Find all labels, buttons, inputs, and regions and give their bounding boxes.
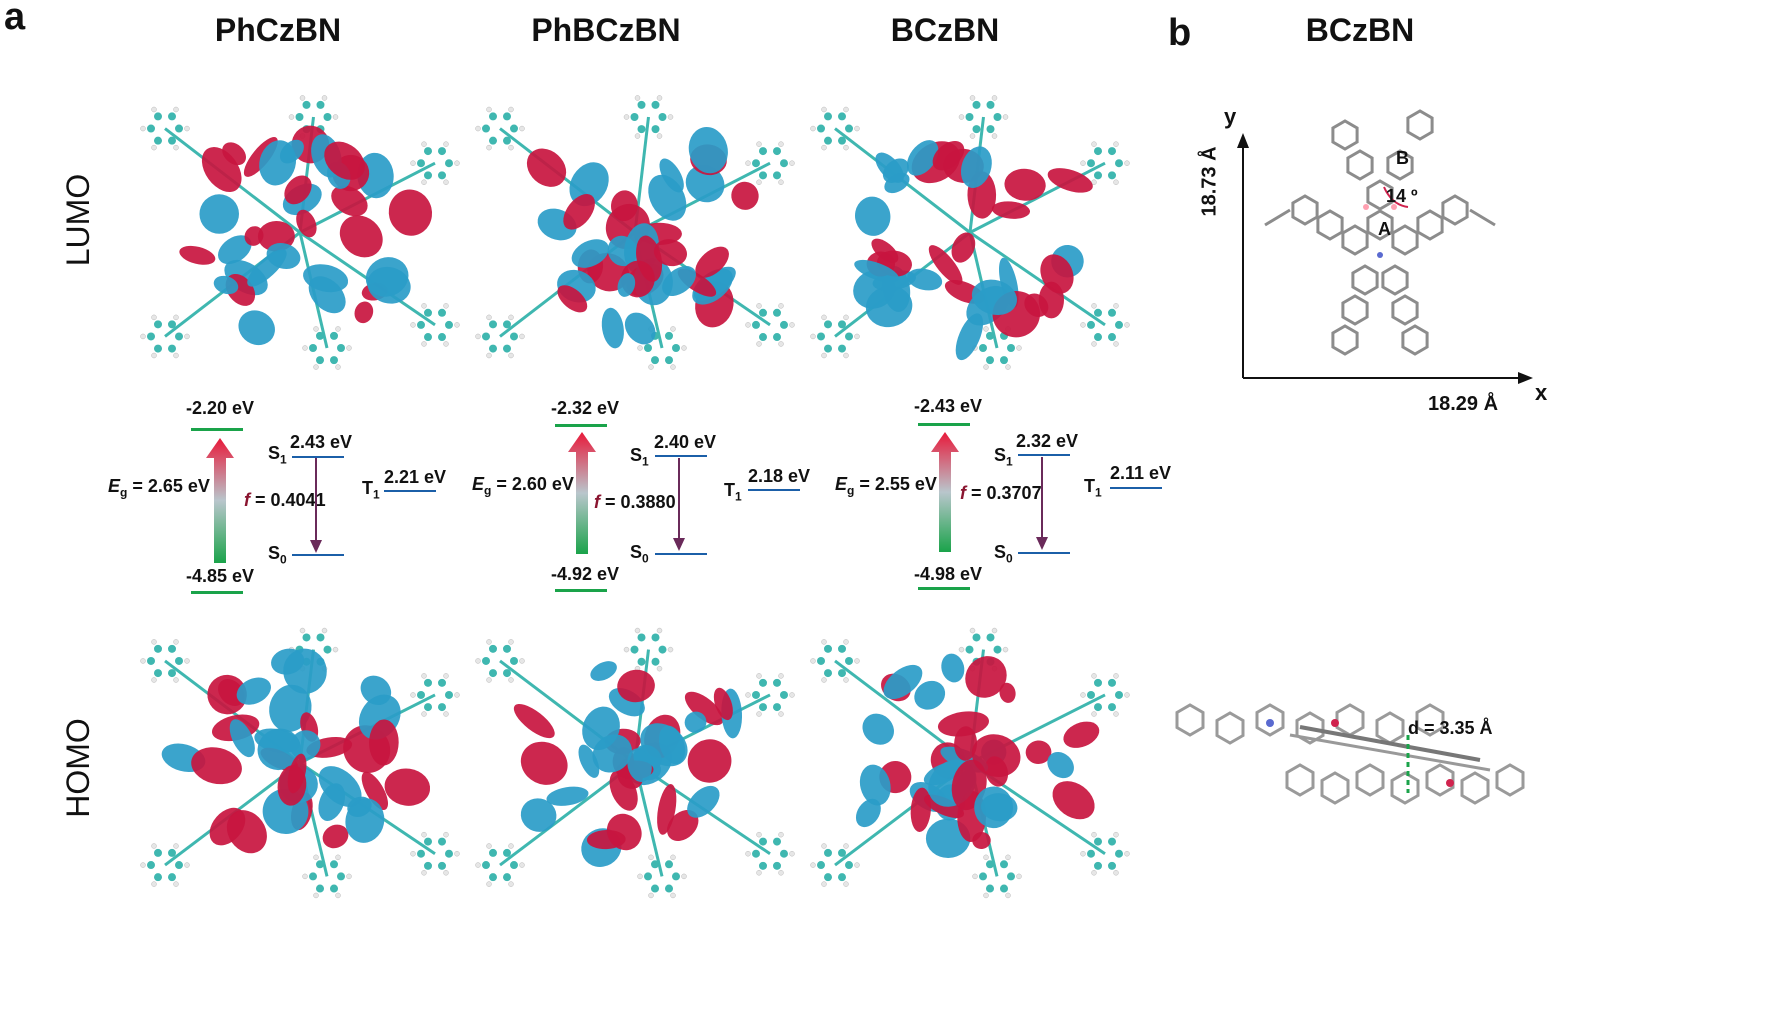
s1-level-phbczbn: [655, 455, 707, 457]
emission-arrow-phbczbn: [673, 458, 685, 551]
lumo-energy-phbczbn: -2.32 eV: [551, 398, 620, 418]
homo-orbital-phbczbn: [475, 627, 795, 899]
homo-level-phbczbn: [555, 589, 607, 592]
lumo-level-phczbn: [191, 428, 243, 431]
excitation-arrow-phczbn: [206, 438, 234, 563]
bczbn-stacking-structure: [1175, 703, 1525, 805]
t1-label-phczbn: T1: [362, 478, 380, 502]
s0-label-phczbn: S0: [268, 543, 287, 567]
homo-orbital-bczbn: [810, 627, 1130, 899]
t1-label-bczbn: T1: [1084, 476, 1102, 500]
t1-energy-bczbn: 2.11 eV: [1110, 463, 1172, 483]
s0-label-phbczbn: S0: [630, 542, 649, 566]
s1-level-bczbn: [1018, 454, 1070, 456]
s1-energy-phczbn: 2.43 eV: [290, 432, 353, 452]
homo-level-phczbn: [191, 591, 243, 594]
osc-strength-phbczbn: f = 0.3880: [594, 492, 676, 512]
s1-level-phczbn: [292, 456, 344, 458]
lumo-orbital-bczbn: [810, 95, 1130, 370]
t1-label-phbczbn: T1: [724, 480, 742, 504]
excitation-arrow-phbczbn: [568, 432, 596, 554]
ring-b-label: B: [1396, 148, 1409, 168]
lumo-level-bczbn: [918, 423, 970, 426]
s1-energy-bczbn: 2.32 eV: [1016, 431, 1079, 451]
x-dimension-label: 18.29 Å: [1428, 393, 1499, 415]
lumo-orbital-phbczbn: [475, 95, 795, 370]
lumo-level-phbczbn: [555, 424, 607, 427]
row-label-lumo: LUMO: [60, 173, 96, 267]
osc-strength-bczbn: f = 0.3707: [960, 483, 1042, 503]
t1-level-phbczbn: [748, 489, 800, 491]
molecule-title-phczbn: PhCzBN: [214, 12, 342, 48]
eg-label-bczbn: Eg = 2.55 eV: [835, 474, 937, 498]
y-dimension-label: 18.73 Å: [1198, 146, 1221, 217]
lumo-energy-bczbn: -2.43 eV: [914, 396, 983, 416]
lumo-energy-phczbn: -2.20 eV: [186, 398, 255, 418]
s0-level-bczbn: [1018, 552, 1070, 554]
t1-level-bczbn: [1110, 487, 1162, 489]
homo-energy-phbczbn: -4.92 eV: [551, 564, 620, 584]
stacking-distance-label: d = 3.35 Å: [1408, 718, 1493, 738]
y-axis-label: y: [1224, 104, 1237, 129]
s1-label-phbczbn: S1: [630, 445, 649, 469]
dihedral-angle-label: 14 º: [1386, 186, 1418, 206]
molecule-title-phbczbn: PhBCzBN: [531, 12, 681, 48]
panel-b-axes: [1237, 133, 1533, 384]
homo-level-bczbn: [918, 587, 970, 590]
s0-level-phbczbn: [655, 553, 707, 555]
t1-energy-phczbn: 2.21 eV: [384, 467, 447, 487]
panel-b-title: BCzBN: [1305, 12, 1415, 48]
excitation-arrow-bczbn: [931, 432, 959, 552]
x-axis-label: x: [1535, 380, 1548, 405]
s1-label-phczbn: S1: [268, 443, 287, 467]
panel-b-letter: b: [1168, 12, 1192, 54]
eg-label-phczbn: Eg = 2.65 eV: [108, 476, 210, 500]
ring-a-label: A: [1378, 219, 1391, 239]
s0-label-bczbn: S0: [994, 542, 1013, 566]
s0-level-phczbn: [292, 554, 344, 556]
molecule-title-bczbn: BCzBN: [890, 12, 1000, 48]
homo-energy-phczbn: -4.85 eV: [186, 566, 255, 586]
panel-a-letter: a: [4, 0, 26, 38]
emission-arrow-bczbn: [1036, 457, 1048, 550]
row-label-homo: HOMO: [60, 718, 96, 818]
homo-orbital-phczbn: [140, 627, 460, 899]
emission-arrow-phczbn: [310, 458, 322, 553]
s1-energy-phbczbn: 2.40 eV: [654, 432, 717, 452]
eg-label-phbczbn: Eg = 2.60 eV: [472, 474, 574, 498]
t1-energy-phbczbn: 2.18 eV: [748, 466, 811, 486]
homo-energy-bczbn: -4.98 eV: [914, 564, 983, 584]
osc-strength-phczbn: f = 0.4041: [244, 490, 326, 510]
t1-level-phczbn: [384, 490, 436, 492]
lumo-orbital-phczbn: [140, 95, 460, 370]
bczbn-top-view-structure: [1264, 109, 1496, 356]
s1-label-bczbn: S1: [994, 445, 1013, 469]
